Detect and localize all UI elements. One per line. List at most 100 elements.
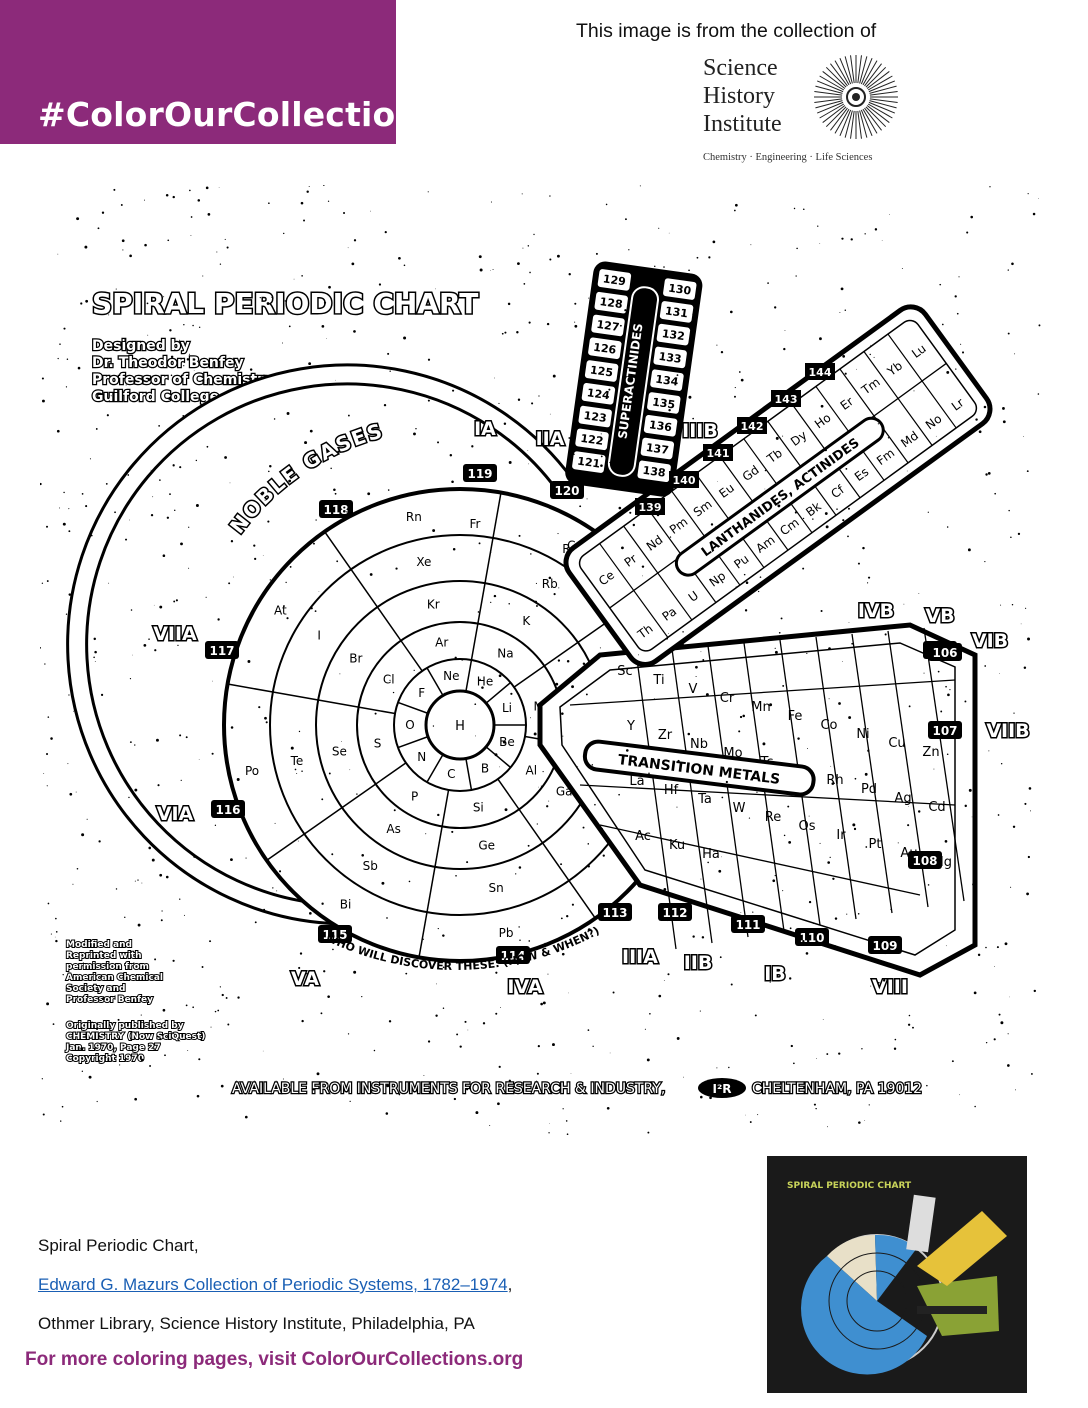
- element-cell: Es: [852, 465, 871, 484]
- element-cell: Br: [349, 652, 362, 666]
- element-cell: K: [522, 614, 531, 628]
- svg-text:CHEMISTRY (Now SciQuest): CHEMISTRY (Now SciQuest): [66, 1032, 205, 1042]
- coloring-pages-link[interactable]: For more coloring pages, visit ColorOurC…: [25, 1349, 524, 1370]
- outer-number: 119: [467, 467, 492, 481]
- group-label: IIIA: [622, 946, 658, 968]
- outer-number: 108: [912, 854, 937, 868]
- superactinide-cell: 128: [599, 295, 624, 311]
- outer-number: 113: [602, 906, 627, 920]
- outer-number: 112: [662, 906, 687, 920]
- group-label: VB: [925, 605, 954, 627]
- svg-text:AVAILABLE FROM INSTRUMENTS FOR: AVAILABLE FROM INSTRUMENTS FOR RESEARCH …: [232, 1081, 665, 1097]
- caption-library: Othmer Library, Science History Institut…: [38, 1314, 475, 1333]
- strip-number: 142: [741, 420, 764, 433]
- logo-tagline: Chemistry · Engineering · Life Sciences: [703, 152, 873, 163]
- group-label: VA: [291, 968, 319, 990]
- svg-text:I²R: I²R: [713, 1082, 732, 1096]
- element-cell: Se: [332, 745, 347, 759]
- outer-number: 115: [322, 928, 347, 942]
- svg-text:Modified and: Modified and: [66, 940, 132, 950]
- element-cell: Po: [245, 764, 259, 778]
- element-cell: Rh: [826, 773, 843, 788]
- group-label: IVB: [858, 600, 894, 622]
- element-cell: Si: [473, 800, 484, 814]
- element-cell: V: [689, 682, 698, 697]
- element-cell: Cd: [928, 800, 945, 815]
- element-cell: Te: [290, 754, 304, 768]
- element-cell: Lu: [909, 341, 929, 361]
- element-cell: Zn: [922, 745, 939, 760]
- group-label: VIB: [972, 630, 1008, 652]
- superactinide-cell: 125: [589, 363, 614, 379]
- element-cell: La: [629, 774, 644, 789]
- element-cell: Bi: [340, 898, 352, 912]
- element-cell: Kr: [427, 597, 440, 611]
- element-cell: Ne: [443, 669, 459, 683]
- caption-title: Spiral Periodic Chart,: [38, 1236, 199, 1255]
- element-cell: Mn: [751, 700, 770, 715]
- element-cell: Ku: [669, 838, 685, 853]
- logo-name: Science History Institute: [703, 55, 782, 137]
- element-cell: Fr: [470, 517, 481, 531]
- element-cell: Cu: [888, 736, 905, 751]
- element-cell: B: [481, 761, 489, 775]
- designer-line: Designed by: [92, 338, 190, 354]
- element-cell: Hf: [664, 783, 679, 798]
- svg-text:Originally published by: Originally published by: [66, 1021, 184, 1031]
- element-cell: P: [411, 789, 418, 803]
- superactinide-cell: 126: [592, 341, 617, 357]
- element-center: H: [455, 719, 465, 734]
- element-cell: Li: [502, 701, 512, 715]
- element-cell: Rb: [542, 577, 558, 591]
- element-cell: Sc: [617, 664, 632, 679]
- element-cell: Ge: [478, 839, 495, 853]
- element-cell: Ni: [856, 727, 869, 742]
- element-cell: Xe: [416, 555, 431, 569]
- superactinide-cell: 134: [655, 373, 680, 389]
- svg-text:Professor Benfey: Professor Benfey: [66, 995, 153, 1005]
- collection-note: This image is from the collection of: [576, 20, 877, 42]
- element-cell: He: [477, 675, 493, 689]
- collection-link[interactable]: Edward G. Mazurs Collection of Periodic …: [38, 1275, 508, 1294]
- element-cell: F: [418, 686, 425, 700]
- hashtag-text: #ColorOurCollections: [38, 95, 439, 134]
- element-cell: Ac: [635, 829, 651, 844]
- sunburst-icon: [814, 55, 898, 139]
- superactinide-cell: 131: [664, 304, 689, 320]
- strip-number: 139: [639, 501, 662, 514]
- outer-number: 117: [209, 644, 234, 658]
- element-cell: Sn: [489, 881, 504, 895]
- superactinide-cell: 135: [651, 395, 676, 411]
- group-label: VIIA: [153, 623, 197, 645]
- strip-number: 144: [809, 366, 832, 379]
- group-label: IB: [764, 963, 786, 985]
- element-cell: Ir: [836, 828, 846, 843]
- element-cell: Pb: [499, 926, 514, 940]
- superactinide-cell: 121: [576, 455, 601, 471]
- superactinide-cell: 124: [586, 386, 611, 402]
- science-history-institute-logo[interactable]: Science History Institute Chemistry · En…: [703, 54, 903, 169]
- element-cell: N: [417, 750, 426, 764]
- group-label: IIA: [536, 428, 565, 450]
- superactinide-cell: 132: [661, 327, 686, 343]
- element-cell: S: [374, 736, 382, 750]
- element-cell: Co: [820, 718, 837, 733]
- strip-number: 140: [673, 474, 696, 487]
- element-cell: Fe: [788, 709, 803, 724]
- group-label: IA: [474, 418, 496, 440]
- superactinide-cell: 129: [602, 272, 627, 288]
- outer-number: 120: [554, 484, 579, 498]
- designer-line: Guilford College: [92, 389, 219, 405]
- svg-text:American Chemical: American Chemical: [66, 973, 163, 983]
- element-cell: Os: [798, 819, 815, 834]
- element-cell: Ha: [702, 847, 720, 862]
- caption-collection: Edward G. Mazurs Collection of Periodic …: [38, 1275, 513, 1294]
- chart-footer-line: AVAILABLE FROM INSTRUMENTS FOR RESEARCH …: [231, 1078, 923, 1098]
- element-cell: Al: [525, 763, 537, 777]
- superactinide-cell: 130: [667, 282, 692, 298]
